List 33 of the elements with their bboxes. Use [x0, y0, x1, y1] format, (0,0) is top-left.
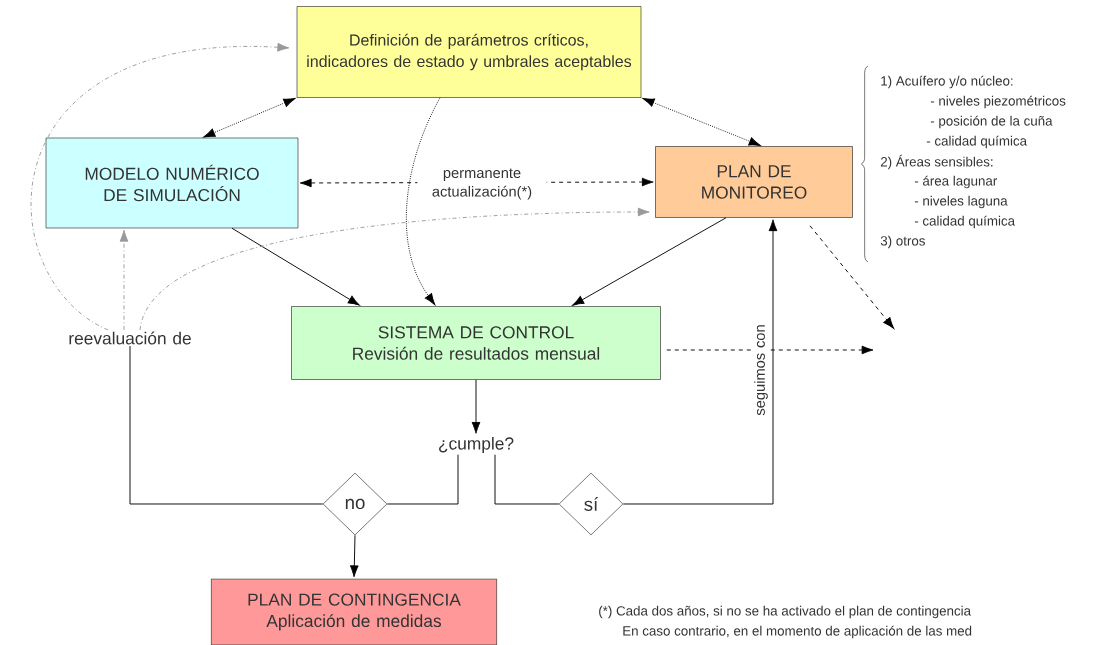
list-item: - calidad química: [914, 215, 1016, 229]
list-item: 3) otros: [880, 235, 925, 249]
arrow: [666, 345, 874, 355]
footnote: En caso contrario, en el momento de aplicación de las med: [623, 625, 972, 639]
edge-label: seguimos con: [752, 302, 770, 438]
arrow: [405, 97, 441, 306]
arrow: [809, 225, 895, 329]
node-label: reevaluación de: [69, 331, 191, 345]
arrow: [572, 217, 727, 306]
arrow: [349, 534, 359, 578]
list-item: - calidad química: [926, 135, 1028, 149]
arrow: [203, 98, 296, 138]
process-box: MODELO NUMÉRICO DE SIMULACIÓN: [45, 137, 299, 229]
arrow: [622, 219, 778, 505]
arrow: [471, 379, 481, 434]
arrow: [30, 42, 290, 331]
list-item: - área lagunar: [914, 175, 998, 189]
list-item: - niveles laguna: [914, 195, 1008, 209]
list-item: 1) Acuífero y/o núcleo:: [881, 75, 1013, 89]
edge-label: permanente actualización(*): [417, 167, 547, 201]
arrow: [119, 229, 129, 331]
question-label: ¿cumple?: [439, 436, 514, 454]
list-item: 2) Áreas sensibles:: [880, 154, 993, 170]
list-item: - niveles piezométricos: [930, 95, 1066, 109]
process-box: SISTEMA DE CONTROL Revisión de resultados mensual: [291, 306, 661, 380]
process-box: PLAN DE MONITOREO: [655, 146, 853, 218]
footnote: (*) Cada dos años, si no se ha activado el plan de contingencia: [599, 605, 971, 619]
process-box: PLAN DE CONTINGENCIA Aplicación de medidas: [211, 578, 497, 645]
process-box: Definición de parámetros críticos, indicadores de estado y umbrales aceptables: [296, 6, 642, 98]
list-item: - posición de la cuña: [930, 115, 1053, 129]
arrow: [139, 207, 650, 331]
arrow: [231, 227, 360, 306]
arrow: [642, 98, 761, 146]
